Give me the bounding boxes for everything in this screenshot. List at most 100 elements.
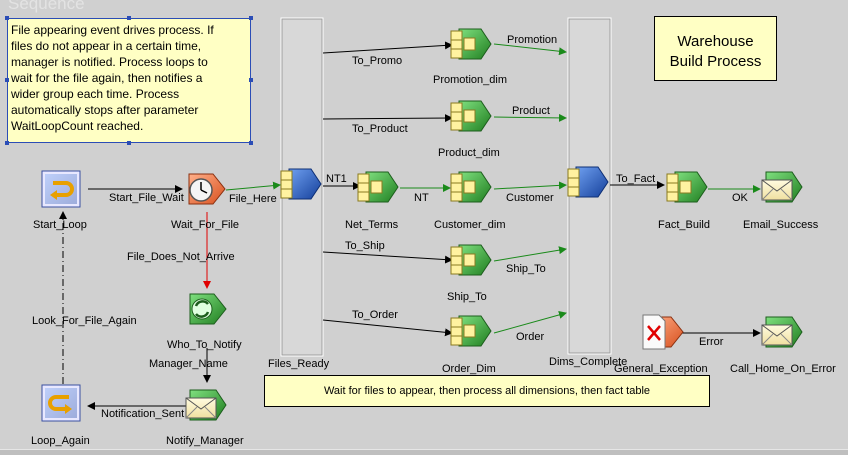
- end-loop-icon: [41, 384, 81, 422]
- start-loop-icon: [41, 170, 81, 208]
- title-line: Build Process: [669, 53, 762, 70]
- canvas-scrollbar[interactable]: [0, 449, 848, 455]
- canvas-watermark: Sequence: [8, 0, 85, 13]
- who-to-notify-label: Who_To_Notify: [167, 339, 242, 351]
- link-label-nt: NT: [414, 192, 429, 204]
- job-icon: [450, 244, 492, 276]
- ship-to-job[interactable]: Ship_To: [447, 244, 492, 303]
- title-line: Warehouse: [677, 33, 754, 50]
- link-label-to-ship: To_Ship: [345, 240, 385, 252]
- link-file-here[interactable]: [225, 181, 281, 191]
- dims-complete-label: Dims_Complete: [549, 356, 627, 368]
- general-exception-handler[interactable]: General_Exception: [614, 314, 708, 375]
- ship-to-label: Ship_To: [447, 291, 487, 303]
- exception-icon: [642, 314, 684, 350]
- link-label-error: Error: [699, 336, 724, 348]
- start-loop-label: Start_Loop: [33, 219, 87, 231]
- link-label-customer: Customer: [506, 192, 554, 204]
- notify-manager-activity[interactable]: Notify_Manager: [166, 389, 244, 447]
- link-customer[interactable]: [493, 181, 567, 190]
- net-terms-job[interactable]: Net_Terms: [345, 171, 399, 231]
- description-annotation[interactable]: File appearing event drives process. If …: [7, 18, 251, 143]
- product-dim-job[interactable]: Product_dim: [438, 100, 500, 159]
- order-dim-label: Order_Dim: [442, 363, 496, 375]
- fact-build-label: Fact_Build: [658, 219, 710, 231]
- resize-handle[interactable]: [127, 141, 131, 145]
- footer-text: Wait for files to appear, then process a…: [323, 385, 651, 397]
- dims-complete-sequencer[interactable]: Dims_Complete: [549, 17, 627, 368]
- link-label-to-fact: To_Fact: [616, 173, 655, 185]
- link-to-product[interactable]: [322, 114, 453, 123]
- loop-again-label: Loop_Again: [31, 435, 90, 447]
- link-label-to-product: To_Product: [352, 123, 408, 135]
- email-success-activity[interactable]: Email_Success: [743, 171, 819, 231]
- link-label-file-here: File_Here: [229, 193, 277, 205]
- link-label-to-order: To_Order: [352, 309, 398, 321]
- description-line: manager is notified. Process loops to: [11, 55, 208, 69]
- job-icon: [450, 28, 492, 60]
- promotion-dim-job[interactable]: Promotion_dim: [433, 28, 507, 86]
- link-label-promotion: Promotion: [507, 34, 557, 46]
- link-label-nt1: NT1: [326, 173, 347, 185]
- resize-handle[interactable]: [127, 16, 131, 20]
- call-home-on-error-activity[interactable]: Call_Home_On_Error: [730, 316, 836, 375]
- call-home-on-error-label: Call_Home_On_Error: [730, 363, 836, 375]
- description-line: WaitLoopCount reached.: [11, 119, 144, 133]
- email-icon: [761, 316, 803, 348]
- resize-handle[interactable]: [5, 16, 9, 20]
- link-label-to-promo: To_Promo: [352, 55, 402, 67]
- job-icon: [357, 171, 399, 203]
- link-label-ship-to: Ship_To: [506, 263, 546, 275]
- wait-for-file-label: Wait_For_File: [171, 219, 239, 231]
- link-label-ok: OK: [732, 192, 749, 204]
- job-icon: [450, 100, 492, 132]
- title-annotation[interactable]: Warehouse Build Process: [654, 16, 777, 81]
- link-label-notification-sent: Notification_Sent: [101, 408, 184, 420]
- description-line: File appearing event drives process. If: [11, 23, 214, 37]
- link-label-order: Order: [516, 331, 544, 343]
- loop-again-activity[interactable]: Loop_Again: [31, 384, 90, 447]
- routine-icon: [189, 293, 227, 325]
- job-icon: [450, 315, 492, 347]
- description-line: wider group each time. Process: [11, 87, 180, 101]
- who-to-notify-activity[interactable]: Who_To_Notify: [167, 293, 242, 351]
- wait-for-file-activity[interactable]: Wait_For_File: [171, 173, 239, 231]
- fact-build-job[interactable]: Fact_Build: [658, 171, 710, 231]
- link-label-file-does-not-arrive: File_Does_Not_Arrive: [127, 251, 235, 263]
- resize-handle[interactable]: [249, 16, 253, 20]
- files-ready-label: Files_Ready: [268, 358, 330, 370]
- general-exception-label: General_Exception: [614, 363, 708, 375]
- link-label-start-file-wait: Start_File_Wait: [109, 192, 184, 204]
- resize-handle[interactable]: [5, 141, 9, 145]
- resize-handle[interactable]: [249, 78, 253, 82]
- order-dim-job[interactable]: Order_Dim: [442, 315, 496, 375]
- link-label-manager-name: Manager_Name: [149, 358, 228, 370]
- notify-manager-label: Notify_Manager: [166, 435, 244, 447]
- product-dim-label: Product_dim: [438, 147, 500, 159]
- link-order[interactable]: [493, 311, 567, 334]
- job-icon: [450, 171, 492, 203]
- link-to-order[interactable]: [322, 319, 453, 337]
- description-line: wait for the file again, then notifies a: [11, 71, 203, 85]
- resize-handle[interactable]: [5, 78, 9, 82]
- link-product[interactable]: [493, 113, 567, 122]
- link-ship-to[interactable]: [493, 246, 567, 262]
- link-to-promo[interactable]: [322, 41, 453, 54]
- email-success-label: Email_Success: [743, 219, 819, 231]
- resize-handle[interactable]: [249, 141, 253, 145]
- wait-for-file-icon: [188, 173, 226, 205]
- job-icon: [666, 171, 708, 203]
- files-ready-sequencer[interactable]: Files_Ready: [268, 17, 330, 370]
- customer-dim-job[interactable]: Customer_dim: [434, 171, 506, 231]
- footer-annotation[interactable]: Wait for files to appear, then process a…: [264, 375, 710, 407]
- description-line: files do not appear in a certain time,: [11, 39, 202, 53]
- promotion-dim-label: Promotion_dim: [433, 74, 507, 86]
- link-to-ship[interactable]: [322, 251, 453, 264]
- email-icon: [185, 389, 227, 421]
- email-icon: [761, 171, 803, 203]
- start-loop-activity[interactable]: Start_Loop: [33, 170, 87, 231]
- customer-dim-label: Customer_dim: [434, 219, 506, 231]
- link-promotion[interactable]: [493, 43, 567, 56]
